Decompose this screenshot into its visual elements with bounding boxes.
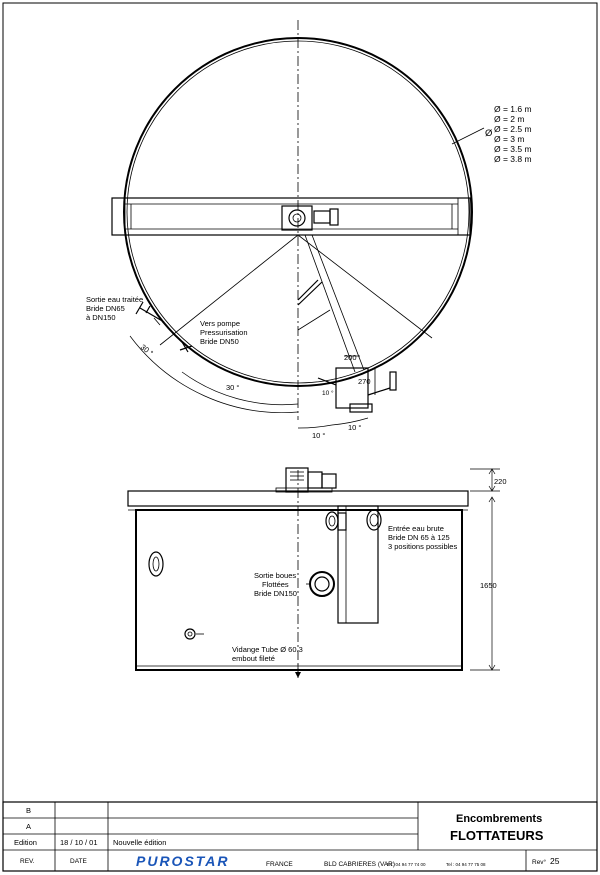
inlet-label-2: Bride DN 65 à 125: [388, 533, 450, 542]
company-tel: Tel : 04 94 77 74 00: [386, 862, 426, 867]
sludge-label-2: Flottées: [262, 580, 289, 589]
side-inlet-flanges: [325, 509, 382, 531]
angle-small: 10 °: [322, 389, 334, 397]
dim-height: 1650: [480, 581, 497, 590]
sheet-number: 25: [550, 856, 560, 866]
inner-column: [337, 505, 379, 624]
sheet-label: Rev°: [532, 858, 547, 866]
title-line-2: FLOTTATEURS: [450, 828, 544, 843]
angle-10-label-1: 10 °: [312, 431, 325, 440]
date-row-3: 18 / 10 / 01: [60, 838, 98, 847]
company-country: FRANCE: [266, 861, 293, 868]
side-top-beam: [127, 490, 469, 507]
tank-circle: [123, 37, 473, 387]
side-motor: [275, 467, 337, 493]
pump-label-3: Bride DN50: [200, 337, 239, 346]
beam-top: [111, 197, 471, 236]
dim-inlet-1: 200: [344, 353, 357, 362]
top-view: Ø Ø = 1.6 m Ø = 2 m Ø = 2.5 m Ø = 3 m Ø …: [86, 20, 532, 440]
angle-30-label-1: 30 °: [139, 342, 155, 357]
pump-outlet: Vers pompe Pressurisation Bride DN50: [179, 319, 248, 353]
drain-label-2: embout fileté: [232, 654, 275, 663]
angle-30-label-2: 30 °: [226, 383, 239, 392]
pump-label-2: Pressurisation: [200, 328, 248, 337]
diameter-item: Ø = 3 m: [494, 134, 524, 144]
inlet-nozzle-top: 200 270 10 °: [317, 353, 397, 413]
desc-row-3: Nouvelle édition: [113, 838, 166, 847]
side-dimensions: 220 1650: [470, 468, 507, 671]
side-sludge-outlet: [306, 571, 335, 597]
sludge-label-3: Bride DN150: [254, 589, 297, 598]
side-left-nozzle: [148, 551, 164, 577]
header-rev: REV.: [20, 858, 35, 865]
rev-row-2: A: [26, 822, 31, 831]
diameter-item: Ø = 1.6 m: [494, 104, 532, 114]
diameter-item: Ø = 3.8 m: [494, 154, 532, 164]
drain-label-1: Vidange Tube Ø 60.3: [232, 645, 303, 654]
raw-water-inlet-text: Entrée eau brute Bride DN 65 à 125 3 pos…: [388, 524, 457, 551]
side-view: Entrée eau brute Bride DN 65 à 125 3 pos…: [127, 467, 507, 680]
dim-top: 220: [494, 477, 507, 486]
company-logo: PUROSTAR: [136, 853, 230, 869]
dim-inlet-2: 270: [358, 377, 371, 386]
angle-10-label-2: 10 °: [348, 423, 361, 432]
rev-row-3: Edition: [14, 838, 37, 847]
sludge-label-1: Sortie boues: [254, 571, 296, 580]
outlet-treated-label-1: Sortie eau traitée: [86, 295, 143, 304]
treated-water-outlet: Sortie eau traitée Bride DN65 à DN150: [86, 295, 165, 326]
title-block: B A Edition 18 / 10 / 01 Nouvelle éditio…: [2, 801, 598, 872]
diameter-symbol: Ø: [485, 128, 493, 139]
sludge-outlet-text: Sortie boues Flottées Bride DN150: [254, 571, 297, 598]
outlet-treated-label-2: Bride DN65: [86, 304, 125, 313]
inlet-label-3: 3 positions possibles: [388, 542, 457, 551]
pump-label-1: Vers pompe: [200, 319, 240, 328]
company-address: BLD CABRIERES (VAR): [324, 861, 395, 868]
title-line-1: Encombrements: [456, 813, 542, 825]
inlet-label-1: Entrée eau brute: [388, 524, 444, 533]
diameter-list: Ø = 1.6 m Ø = 2 m Ø = 2.5 m Ø = 3 m Ø = …: [494, 104, 532, 164]
drain-text: Vidange Tube Ø 60.3 embout fileté: [232, 645, 303, 663]
diameter-item: Ø = 3.5 m: [494, 144, 532, 154]
side-tank-body: [135, 509, 463, 671]
header-date: DATE: [70, 858, 88, 865]
side-small-fitting: [184, 628, 204, 640]
rotor-drive: [281, 205, 339, 231]
diameter-item: Ø = 2 m: [494, 114, 524, 124]
diameter-item: Ø = 2.5 m: [494, 124, 532, 134]
outlet-treated-label-3: à DN150: [86, 313, 116, 322]
rev-row-1: B: [26, 806, 31, 815]
company-fax: Tel : 04 94 77 75 08: [446, 862, 486, 867]
